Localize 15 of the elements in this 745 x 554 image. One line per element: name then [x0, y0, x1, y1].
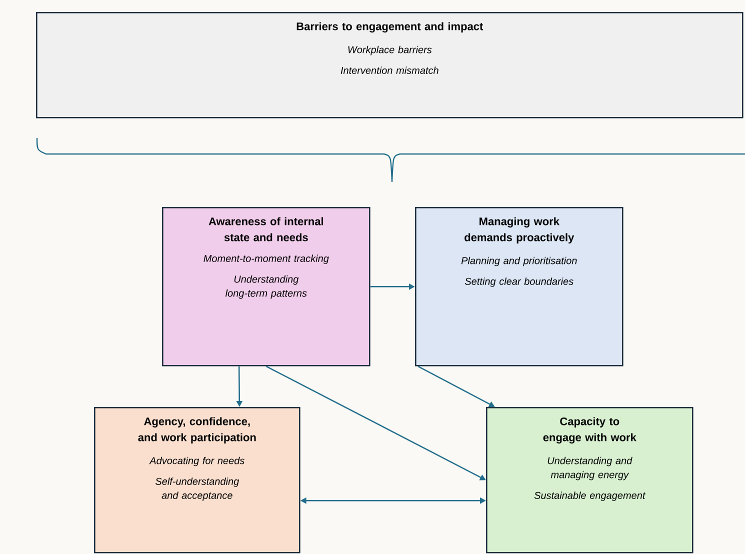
item-text: Planning and prioritisation: [461, 256, 577, 266]
heading: Agency, confidence, and work participation: [138, 417, 256, 444]
item-text: Workplace barriers: [348, 46, 432, 56]
item-text: Moment-to-moment tracking: [204, 254, 329, 264]
item-text: Understanding long-term patterns: [225, 275, 307, 299]
item-text: Setting clear boundaries: [464, 278, 574, 287]
heading: Capacity to engage with work: [543, 417, 636, 444]
item-text: Understanding and managing energy: [548, 456, 632, 480]
item-text: Self-understanding and acceptance: [155, 478, 240, 501]
heading: Barriers to engagement and impact: [296, 22, 484, 32]
item-text: Advocating for needs: [149, 456, 244, 466]
heading: Awareness of internal state and needs: [208, 217, 324, 242]
item-text: Sustainable engagement: [534, 492, 646, 501]
heading: Managing work demands proactively: [464, 217, 574, 244]
item-text: Intervention mismatch: [340, 66, 438, 74]
